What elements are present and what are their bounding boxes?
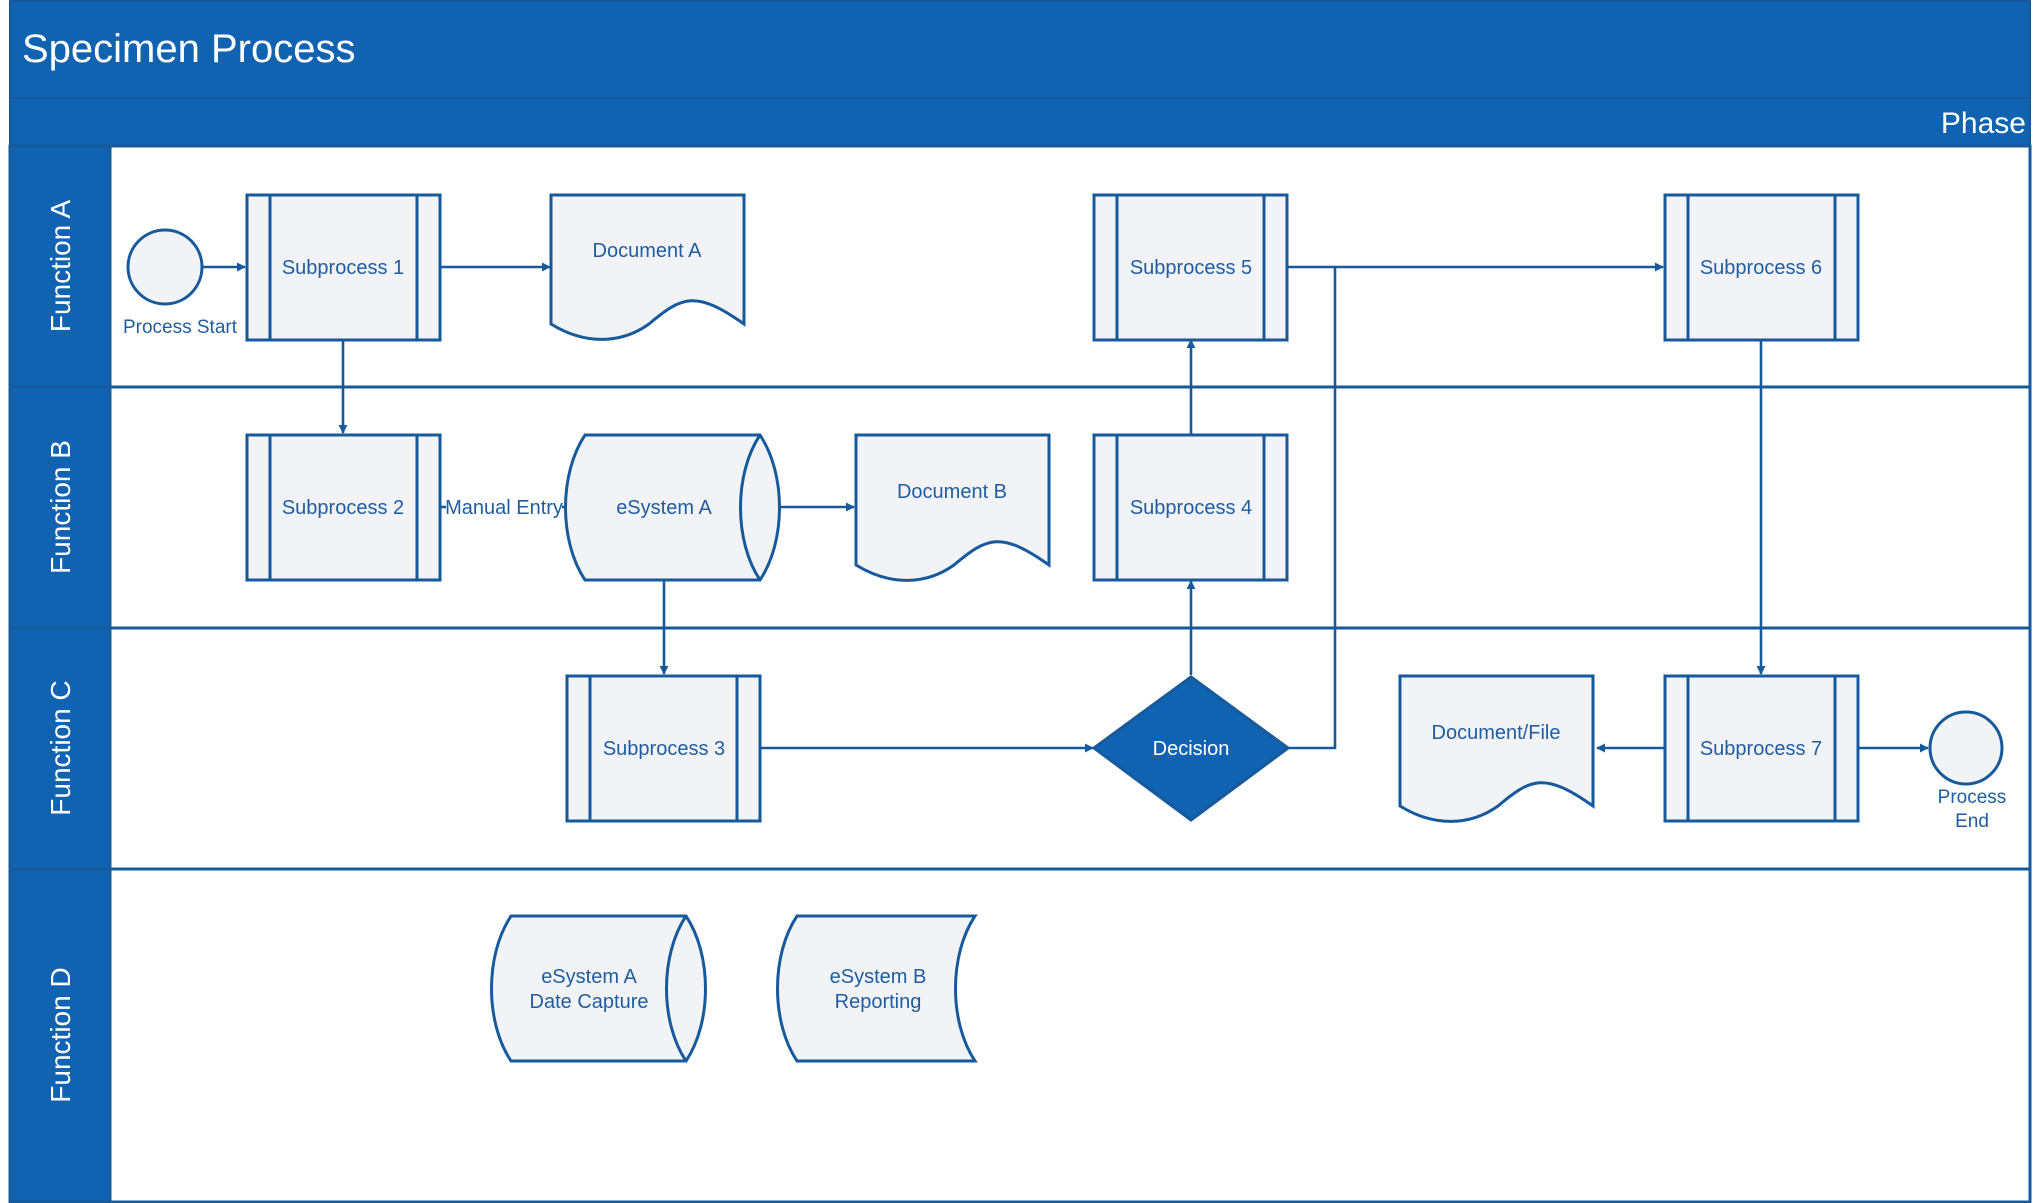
esystem-b-reporting-label-line1: eSystem B [830, 966, 927, 988]
subprocess-2-label: Subprocess 2 [282, 497, 404, 519]
diagram-frame [8, 144, 2032, 1203]
document-a-label: Document A [593, 240, 703, 262]
esystem-a-date-capture-label-line1: eSystem A [541, 966, 637, 988]
lane-label-function-b: Function B [45, 440, 76, 574]
page-title: Specimen Process [22, 27, 355, 71]
esystem-a-label: eSystem A [616, 497, 712, 519]
subprocess-4-label: Subprocess 4 [1130, 497, 1252, 519]
process-start-label: Process Start [123, 317, 238, 338]
esystem-b-reporting-node[interactable]: eSystem B Reporting [776, 914, 978, 1063]
decision-node[interactable]: Decision [1091, 675, 1291, 822]
document-file-label: Document/File [1432, 722, 1561, 744]
lane-label-function-c: Function C [45, 680, 76, 815]
edge-decision-to-subprocess-6 [1288, 267, 1337, 750]
subprocess-1-label: Subprocess 1 [282, 257, 404, 279]
subprocess-3-node[interactable]: Subprocess 3 [565, 674, 762, 823]
subprocess-5-node[interactable]: Subprocess 5 [1092, 193, 1289, 342]
subprocess-5-label: Subprocess 5 [1130, 257, 1252, 279]
esystem-a-date-capture-label-line2: Date Capture [530, 991, 649, 1013]
lane-label-function-d: Function D [45, 967, 76, 1102]
document-a-node[interactable]: Document A [549, 193, 746, 341]
subprocess-4-node[interactable]: Subprocess 4 [1092, 433, 1289, 582]
subprocess-7-label: Subprocess 7 [1700, 738, 1822, 760]
process-end-label-line1: Process [1938, 787, 2007, 808]
manual-entry-label: Manual Entry [445, 497, 563, 519]
esystem-a-node[interactable]: eSystem A [564, 433, 781, 582]
lane-header-column [10, 146, 110, 1202]
title-bar [9, 0, 2031, 99]
subprocess-2-node[interactable]: Subprocess 2 [245, 433, 442, 582]
phase-label: Phase [1941, 107, 2026, 140]
esystem-a-date-capture-node[interactable]: eSystem A Date Capture [490, 914, 707, 1063]
process-end-node[interactable] [1928, 710, 2004, 786]
phase-bar [9, 97, 2031, 147]
document-b-label: Document B [897, 481, 1007, 503]
document-b-node[interactable]: Document B [854, 433, 1051, 582]
subprocess-6-node[interactable]: Subprocess 6 [1663, 193, 1860, 342]
subprocess-1-node[interactable]: Subprocess 1 [245, 193, 442, 342]
document-file-node[interactable]: Document/File [1398, 674, 1595, 823]
subprocess-7-node[interactable]: Subprocess 7 [1663, 674, 1860, 823]
lane-label-function-a: Function A [45, 200, 76, 333]
process-start-node[interactable] [126, 228, 204, 306]
esystem-b-reporting-label-line2: Reporting [835, 991, 922, 1013]
subprocess-6-label: Subprocess 6 [1700, 257, 1822, 279]
subprocess-3-label: Subprocess 3 [603, 738, 725, 760]
decision-label: Decision [1153, 738, 1230, 760]
process-end-label-line2: End [1955, 811, 1989, 832]
